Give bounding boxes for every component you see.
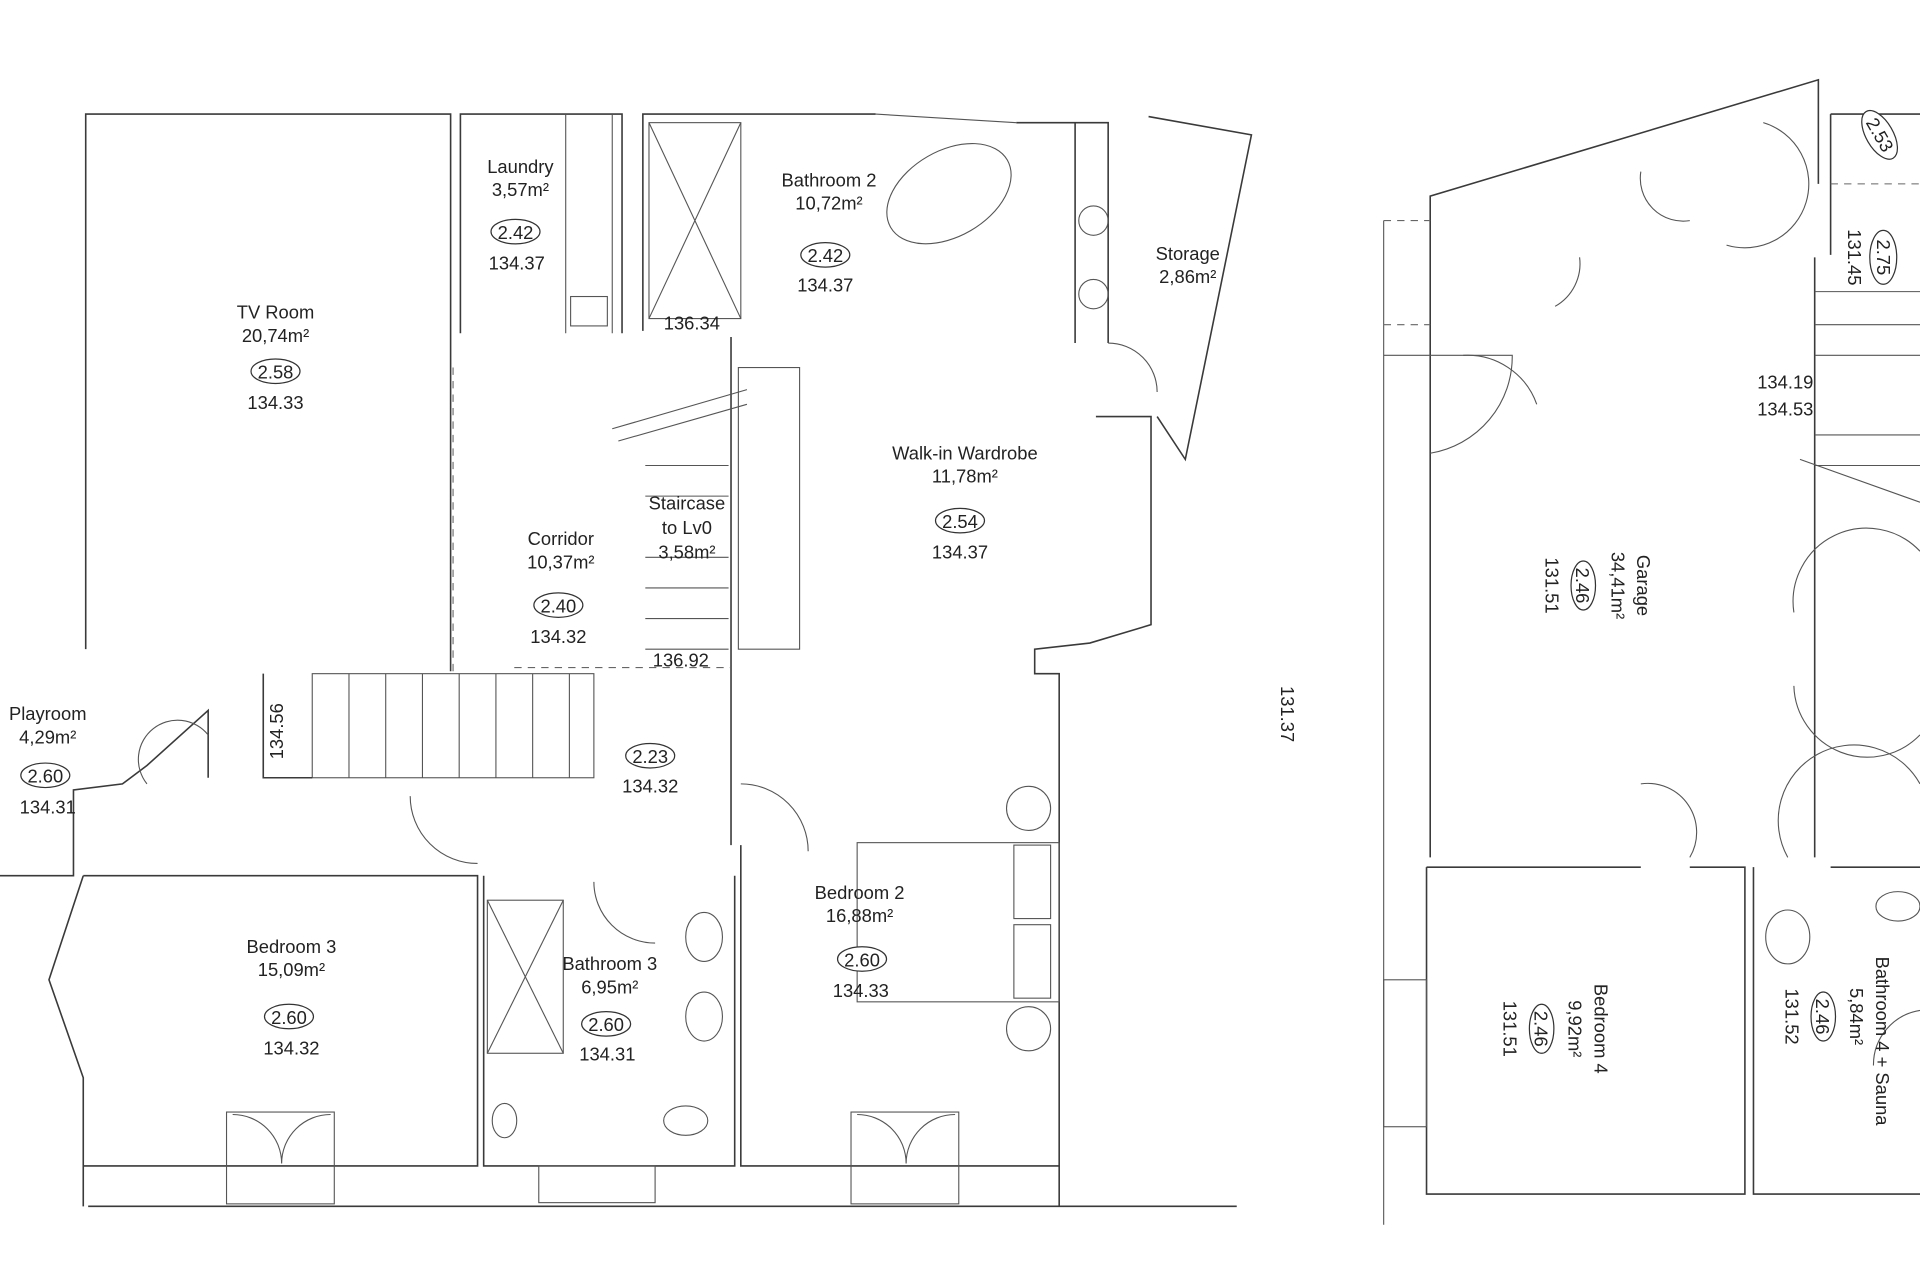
room-area: 34,41m² xyxy=(1607,552,1628,619)
room-storage: Storage 2,86m² xyxy=(1156,243,1220,287)
ceiling-height: 2.60 xyxy=(588,1014,624,1035)
floor-level: 134.37 xyxy=(489,253,545,274)
room-name: Playroom xyxy=(9,703,87,724)
ceiling-height: 2.58 xyxy=(258,362,294,383)
floor-level: 134.31 xyxy=(579,1044,635,1065)
floor-level: 131.52 xyxy=(1781,988,1802,1044)
room-name: Bathroom 4 + Sauna xyxy=(1872,957,1893,1127)
stair-level-lower: 134.53 xyxy=(1757,398,1813,419)
ceiling-height: 2.60 xyxy=(271,1007,307,1028)
ceiling-height: 2.42 xyxy=(498,222,534,243)
room-area: 10,37m² xyxy=(527,551,594,572)
room-area: 6,95m² xyxy=(581,976,638,997)
room-area: 20,74m² xyxy=(242,325,309,346)
room-name: Walk-in Wardrobe xyxy=(892,442,1038,463)
floor-level: 134.32 xyxy=(622,775,678,796)
bedroom-3-door[interactable] xyxy=(225,1111,335,1205)
room-bathroom-4-sauna: Bathroom 4 + Sauna 5,84m² 2.46 131.52 xyxy=(1781,957,1893,1127)
floor-level: 134.33 xyxy=(833,980,889,1001)
spot-level: 136.34 xyxy=(664,313,720,334)
spot-level-between-plans: 131.37 xyxy=(1277,686,1298,742)
room-bedroom-3: Bedroom 3 15,09m² 2.60 134.32 xyxy=(247,936,337,1059)
room-garage: Garage 34,41m² 2.46 131.51 xyxy=(1541,552,1654,619)
room-playroom: Playroom 4,29m² 2.60 134.31 xyxy=(9,703,87,817)
floor-level: 131.45 xyxy=(1844,229,1865,285)
room-walk-in-wardrobe: Walk-in Wardrobe 11,78m² 2.54 134.37 xyxy=(892,442,1038,562)
room-area: 15,09m² xyxy=(258,959,325,980)
room-name: Bedroom 4 xyxy=(1590,984,1611,1074)
room-area: 11,78m² xyxy=(932,466,998,487)
ceiling-height: 2.75 xyxy=(1873,239,1894,275)
room-corridor: Corridor 10,37m² 2.40 134.32 xyxy=(527,528,594,647)
ceiling-height: 2.42 xyxy=(807,245,843,266)
left-plan-walls xyxy=(0,113,1253,1208)
ceiling-height: 2.46 xyxy=(1812,999,1833,1035)
room-bedroom-4: Bedroom 4 9,92m² 2.46 131.51 xyxy=(1500,984,1612,1074)
staircase-treads xyxy=(645,464,729,650)
ceiling-height: 2.46 xyxy=(1572,568,1593,604)
room-area: 5,84m² xyxy=(1846,988,1867,1045)
room-name: Corridor xyxy=(528,528,594,549)
ceiling-height: 2.60 xyxy=(27,766,63,787)
room-laundry: Laundry 3,57m² 2.42 134.37 xyxy=(487,156,554,274)
room-name: Bedroom 3 xyxy=(247,936,337,957)
room-name: Laundry xyxy=(487,156,554,177)
spot-level: 134.56 xyxy=(266,703,287,759)
room-name-line-2: to Lv0 xyxy=(662,517,712,538)
right-staircase-treads xyxy=(1814,291,1920,467)
room-bathroom-3: Bathroom 3 6,95m² 2.60 134.31 xyxy=(562,953,657,1065)
right-plan-walls xyxy=(1383,78,1920,1225)
bedroom-2-door[interactable] xyxy=(850,1111,960,1205)
floor-level: 134.37 xyxy=(932,542,988,563)
room-area: 3,58m² xyxy=(658,542,715,563)
room-area: 9,92m² xyxy=(1565,1000,1586,1057)
stair-level-upper: 134.19 xyxy=(1757,371,1813,392)
ceiling-height: 2.40 xyxy=(541,595,577,616)
floor-level: 134.32 xyxy=(263,1037,319,1058)
lower-staircase-treads xyxy=(348,673,570,778)
room-name: Bathroom 3 xyxy=(562,953,657,974)
room-name: Staircase xyxy=(649,493,726,514)
spot-level: 136.92 xyxy=(653,649,709,670)
hall-labels: 2.23 134.32 xyxy=(622,742,678,796)
floor-level: 134.37 xyxy=(797,275,853,296)
room-name: Storage xyxy=(1156,243,1220,264)
room-area: 16,88m² xyxy=(826,905,893,926)
room-name: Bathroom 2 xyxy=(782,169,877,190)
floor-level: 131.51 xyxy=(1500,1001,1521,1057)
room-area: 4,29m² xyxy=(19,726,76,747)
room-name: Garage xyxy=(1633,555,1654,616)
room-area: 2,86m² xyxy=(1159,266,1216,287)
floor-level: 134.31 xyxy=(20,796,76,817)
room-tv-room: TV Room 20,74m² 2.58 134.33 xyxy=(237,302,315,414)
room-name: TV Room xyxy=(237,302,315,323)
ceiling-height: 2.60 xyxy=(844,949,880,970)
room-area: 3,57m² xyxy=(492,179,549,200)
ceiling-height: 2.23 xyxy=(632,746,668,767)
floor-level: 131.51 xyxy=(1541,557,1562,613)
ceiling-height: 2.54 xyxy=(942,511,978,532)
floor-level: 134.33 xyxy=(247,392,303,413)
floor-level: 134.32 xyxy=(530,626,586,647)
stair-labels: 2.75 131.45 xyxy=(1844,229,1898,285)
ceiling-height: 2.46 xyxy=(1530,1011,1551,1047)
room-name: Bedroom 2 xyxy=(815,882,905,903)
room-area: 10,72m² xyxy=(795,193,862,214)
room-bathroom-2: Bathroom 2 10,72m² 2.42 134.37 xyxy=(782,169,877,295)
room-staircase: Staircase to Lv0 3,58m² xyxy=(649,493,726,563)
room-bedroom-2: Bedroom 2 16,88m² 2.60 134.33 xyxy=(815,882,905,1001)
